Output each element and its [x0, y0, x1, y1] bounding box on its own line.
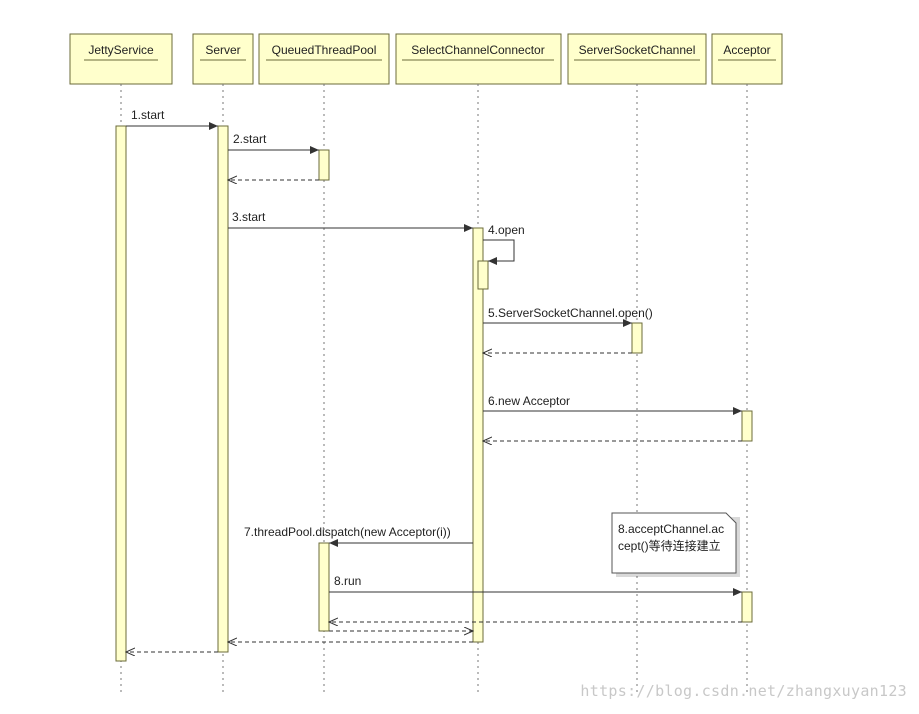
- participant-label: JettyService: [88, 43, 154, 57]
- participant-jettyservice: JettyService: [69, 33, 173, 85]
- activation-jettyservice: [115, 125, 127, 662]
- message-label: 4.open: [488, 223, 525, 237]
- activation-connector-open: [477, 260, 489, 290]
- message-label: 3.start: [232, 210, 266, 224]
- participant-label: Server: [205, 43, 240, 57]
- note-line-1: 8.acceptChannel.ac: [618, 522, 724, 536]
- watermark: https://blog.csdn.net/zhangxuyan123: [580, 682, 907, 700]
- activation-pool-dispatch: [318, 542, 330, 632]
- activation-server: [217, 125, 229, 653]
- message-label: 8.run: [334, 574, 361, 588]
- messages: [126, 122, 742, 652]
- participant-label: SelectChannelConnector: [411, 43, 544, 57]
- message-label: 5.ServerSocketChannel.open(): [488, 306, 653, 320]
- activation-ssc: [631, 322, 643, 354]
- message-label: 2.start: [233, 132, 267, 146]
- message-label: 1.start: [131, 108, 165, 122]
- message-label: 7.threadPool.dispatch(new Acceptor(i)): [244, 525, 451, 539]
- activations: [115, 125, 753, 662]
- participant-queuedthreadpool: QueuedThreadPool: [258, 33, 390, 85]
- note-line-2: cept()等待连接建立: [618, 538, 721, 553]
- activation-acceptor-new: [741, 410, 753, 442]
- participant-label: QueuedThreadPool: [272, 43, 377, 57]
- participant-server: Server: [192, 33, 254, 85]
- participant-serversocketchannel: ServerSocketChannel: [567, 33, 707, 85]
- note: 8.acceptChannel.ac cept()等待连接建立: [611, 512, 740, 577]
- self-message-arrow: [483, 239, 515, 265]
- lifelines: [120, 84, 748, 692]
- activation-pool-start: [318, 149, 330, 181]
- message-label: 6.new Acceptor: [488, 394, 570, 408]
- participant-selectchannelconnector: SelectChannelConnector: [395, 33, 562, 85]
- message-labels: 1.start 2.start 3.start 4.open 5.ServerS…: [131, 108, 653, 588]
- participant-acceptor: Acceptor: [711, 33, 783, 85]
- activation-connector: [472, 227, 484, 643]
- participant-label: Acceptor: [723, 43, 770, 57]
- participant-label: ServerSocketChannel: [579, 43, 696, 57]
- activation-acceptor-run: [741, 591, 753, 623]
